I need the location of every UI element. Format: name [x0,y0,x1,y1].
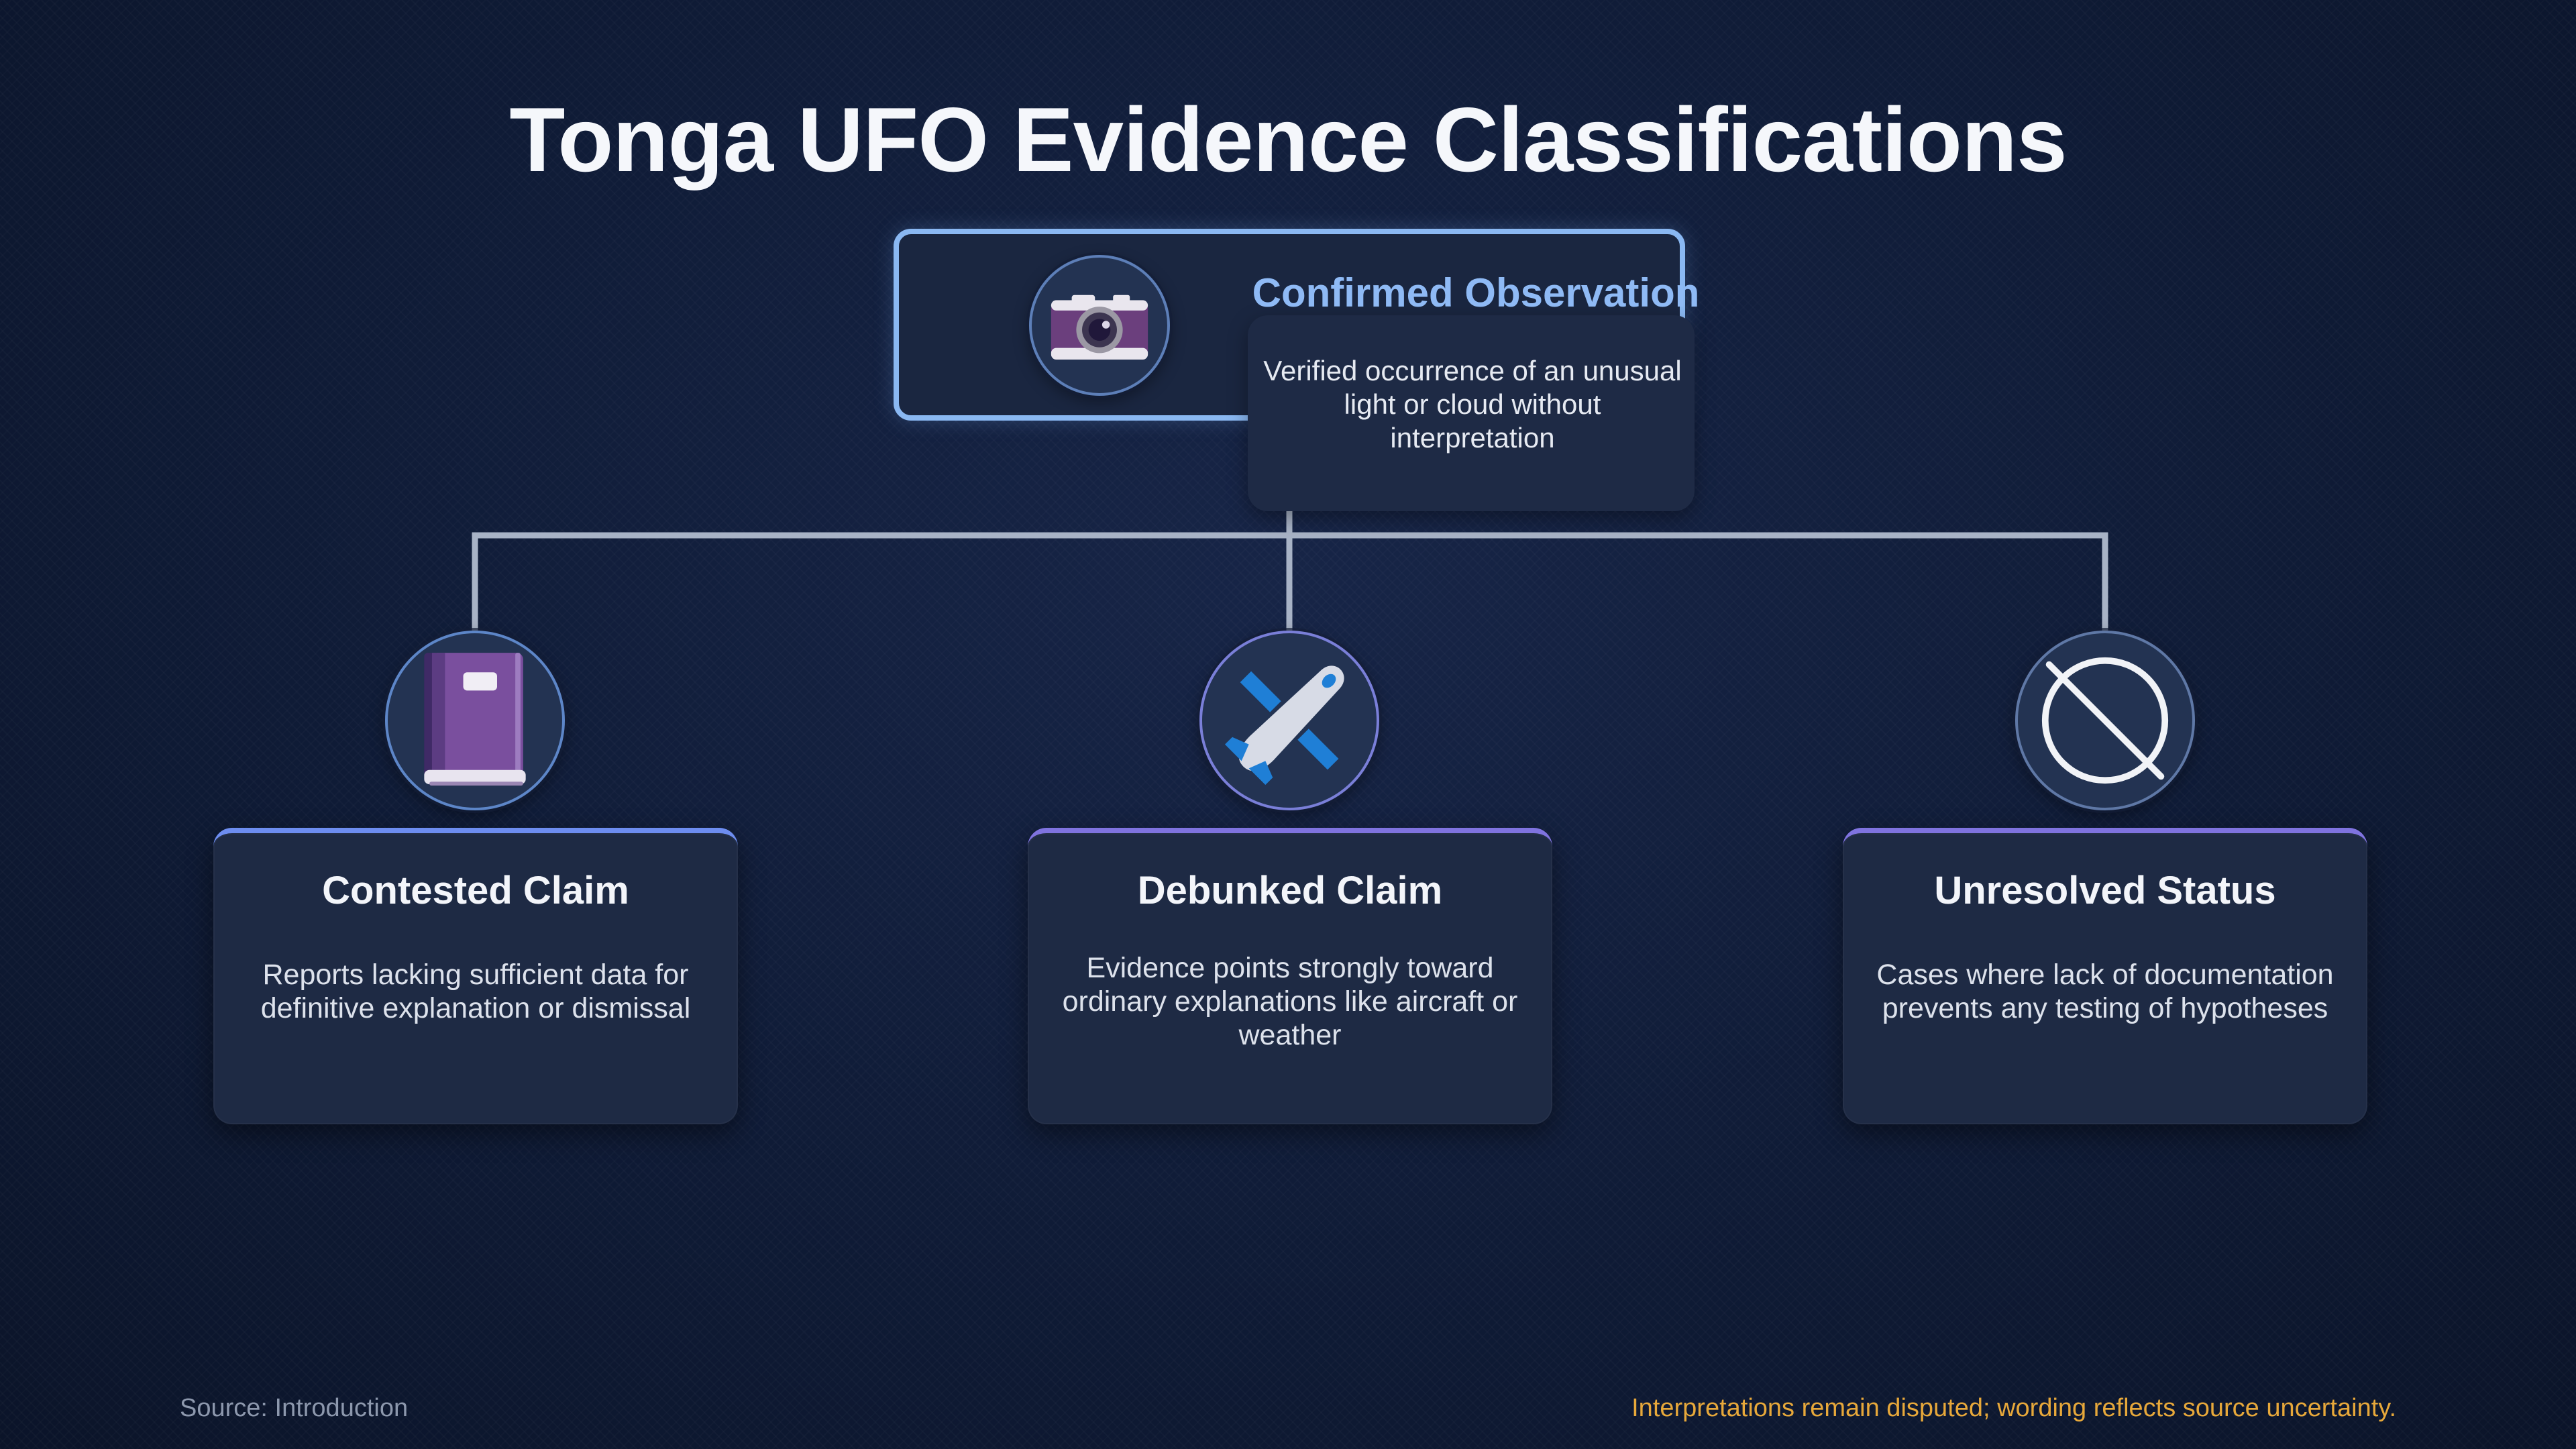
root-node-description: Verified occurrence of an unusual light … [1263,355,1682,453]
unresolved-icon-circle [2015,631,2195,810]
card-unresolved-status: Unresolved Status Cases where lack of do… [1843,828,2367,1124]
card-description: Reports lacking sufficient data for defi… [260,959,691,1024]
disclaimer-note: Interpretations remain disputed; wording… [1631,1394,2396,1422]
page-title: Tonga UFO Evidence Classifications [509,89,2067,191]
card-title: Unresolved Status [1934,869,2276,912]
card-contested-claim: Contested Claim Reports lacking sufficie… [213,828,738,1124]
contested-icon-circle [385,631,565,810]
root-label-panel [1248,315,1695,511]
prohibited-icon [2041,657,2169,784]
card-description: Cases where lack of documentation preven… [1876,959,2334,1024]
notebook-icon [424,653,526,786]
card-title: Contested Claim [322,869,629,912]
debunked-icon-circle [1199,631,1379,810]
camera-icon [1051,294,1148,360]
card-description: Evidence points strongly toward ordinary… [1062,952,1518,1051]
airplane-icon [1224,665,1344,786]
source-note: Source: Introduction [180,1394,409,1422]
root-icon-circle [1029,255,1170,396]
root-node-title: Confirmed Observation [1252,270,1700,315]
card-debunked-claim: Debunked Claim Evidence points strongly … [1028,828,1552,1124]
card-title: Debunked Claim [1137,869,1443,912]
